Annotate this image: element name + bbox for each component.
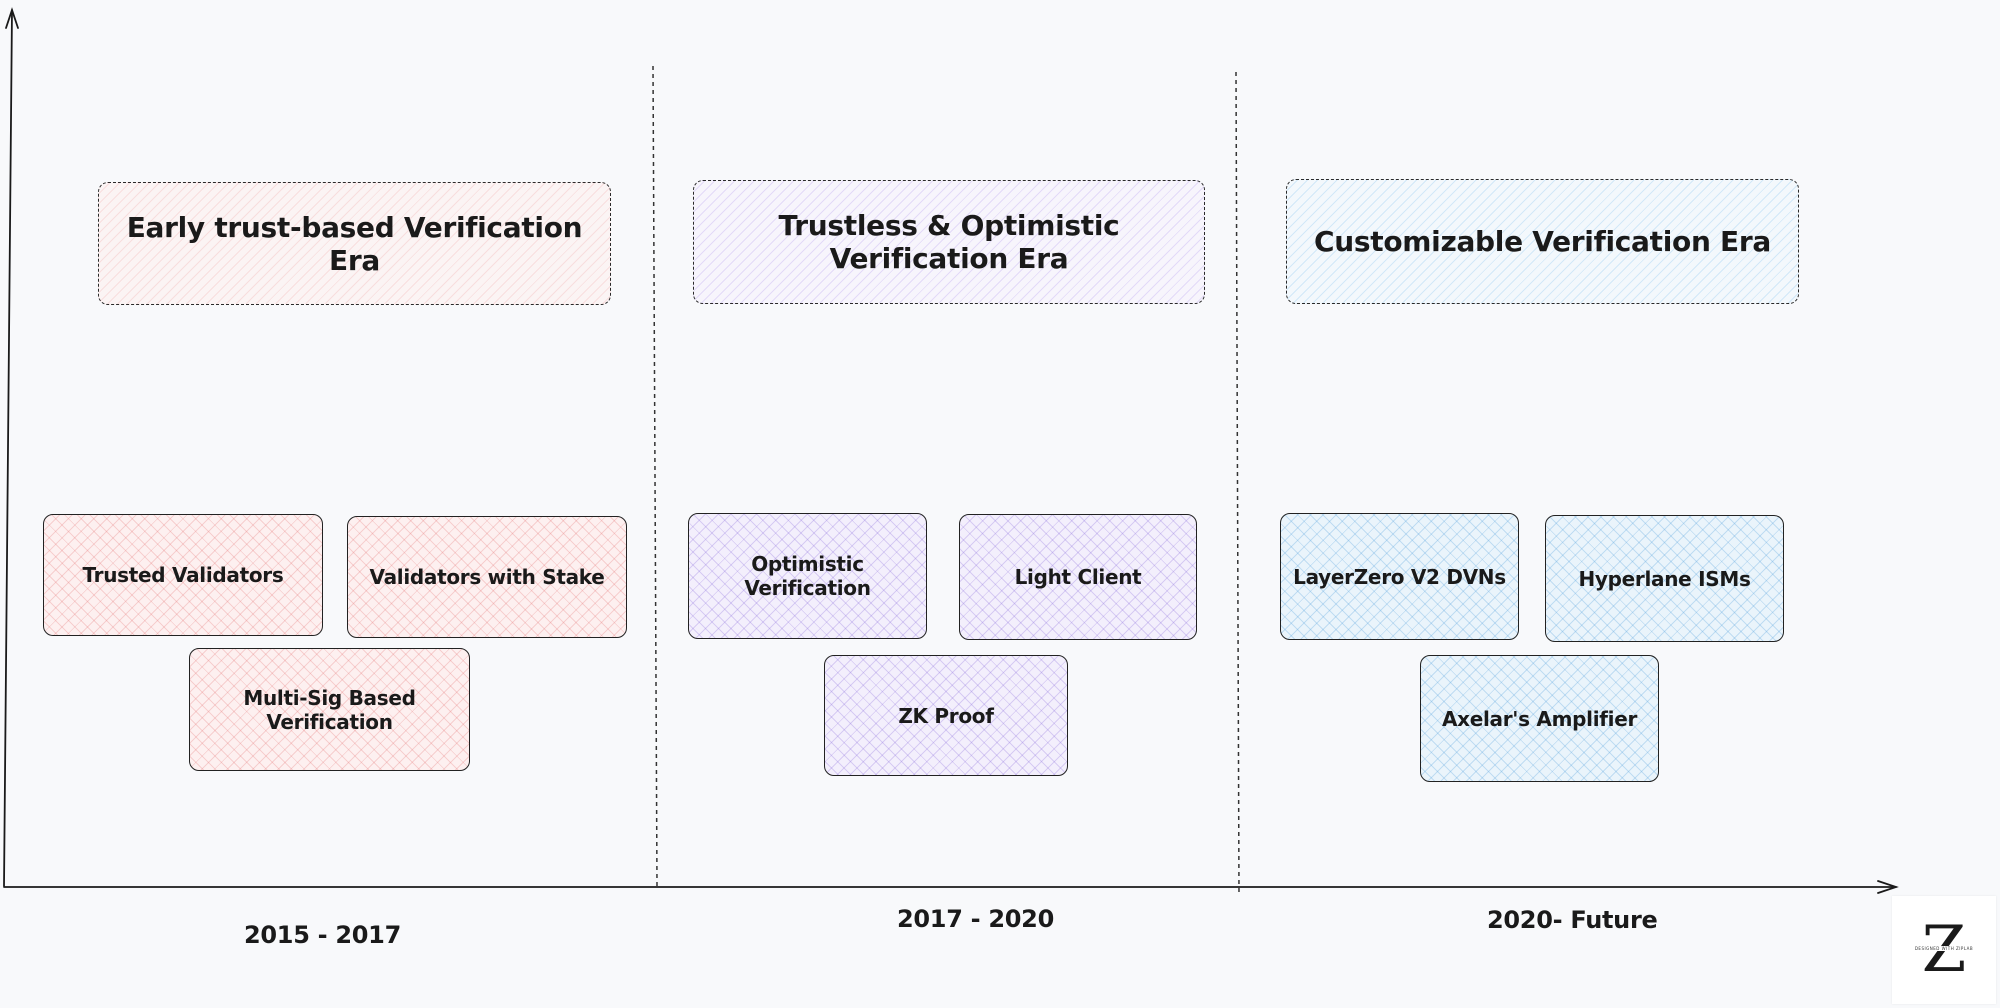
mechanism-layerzero-dvns-label: LayerZero V2 DVNs [1293, 564, 1506, 589]
era-title-trustless-optimistic-label: Trustless & Optimistic Verification Era [778, 209, 1120, 275]
mechanism-trusted-validators: Trusted Validators [43, 514, 323, 636]
mechanism-optimistic-verification-label: Optimistic Verification [744, 552, 871, 600]
mechanism-zk-proof-label: ZK Proof [898, 703, 994, 728]
period-label-2017-2020: 2017 - 2020 [897, 905, 1054, 933]
mechanism-zk-proof: ZK Proof [824, 655, 1068, 776]
era-title-early-trust-label: Early trust-based Verification Era [126, 210, 583, 277]
y-axis-line [3, 9, 13, 887]
era-title-customizable-label: Customizable Verification Era [1314, 225, 1771, 258]
divider-era1-era2 [652, 65, 658, 887]
mechanism-multi-sig-label: Multi-Sig Based Verification [243, 685, 416, 734]
mechanism-hyperlane-isms-label: Hyperlane ISMs [1578, 566, 1751, 591]
mechanism-light-client-label: Light Client [1014, 565, 1142, 589]
logo-tagline: DESIGNED WITH ZIPLAB [1898, 946, 1990, 951]
period-label-2015-2017: 2015 - 2017 [244, 921, 401, 949]
y-axis-arrowhead [5, 7, 19, 29]
mechanism-axelar-amplifier-label: Axelar's Amplifier [1441, 706, 1638, 731]
era-title-trustless-optimistic: Trustless & Optimistic Verification Era [693, 180, 1205, 304]
divider-era2-era3 [1235, 71, 1240, 897]
mechanism-validators-with-stake-label: Validators with Stake [369, 565, 605, 589]
watermark-logo: Z DESIGNED WITH ZIPLAB [1892, 896, 1996, 1004]
mechanism-axelar-amplifier: Axelar's Amplifier [1420, 655, 1659, 782]
mechanism-optimistic-verification: Optimistic Verification [688, 513, 927, 639]
x-axis-arrowhead [1877, 880, 1899, 894]
era-title-early-trust: Early trust-based Verification Era [98, 182, 611, 305]
mechanism-light-client: Light Client [959, 514, 1197, 640]
mechanism-validators-with-stake: Validators with Stake [347, 516, 627, 638]
era-title-customizable: Customizable Verification Era [1286, 179, 1799, 304]
mechanism-trusted-validators-label: Trusted Validators [82, 563, 284, 587]
period-label-2020-future: 2020- Future [1487, 906, 1658, 934]
mechanism-hyperlane-isms: Hyperlane ISMs [1545, 515, 1784, 642]
mechanism-multi-sig: Multi-Sig Based Verification [189, 648, 470, 771]
mechanism-layerzero-dvns: LayerZero V2 DVNs [1280, 513, 1519, 640]
